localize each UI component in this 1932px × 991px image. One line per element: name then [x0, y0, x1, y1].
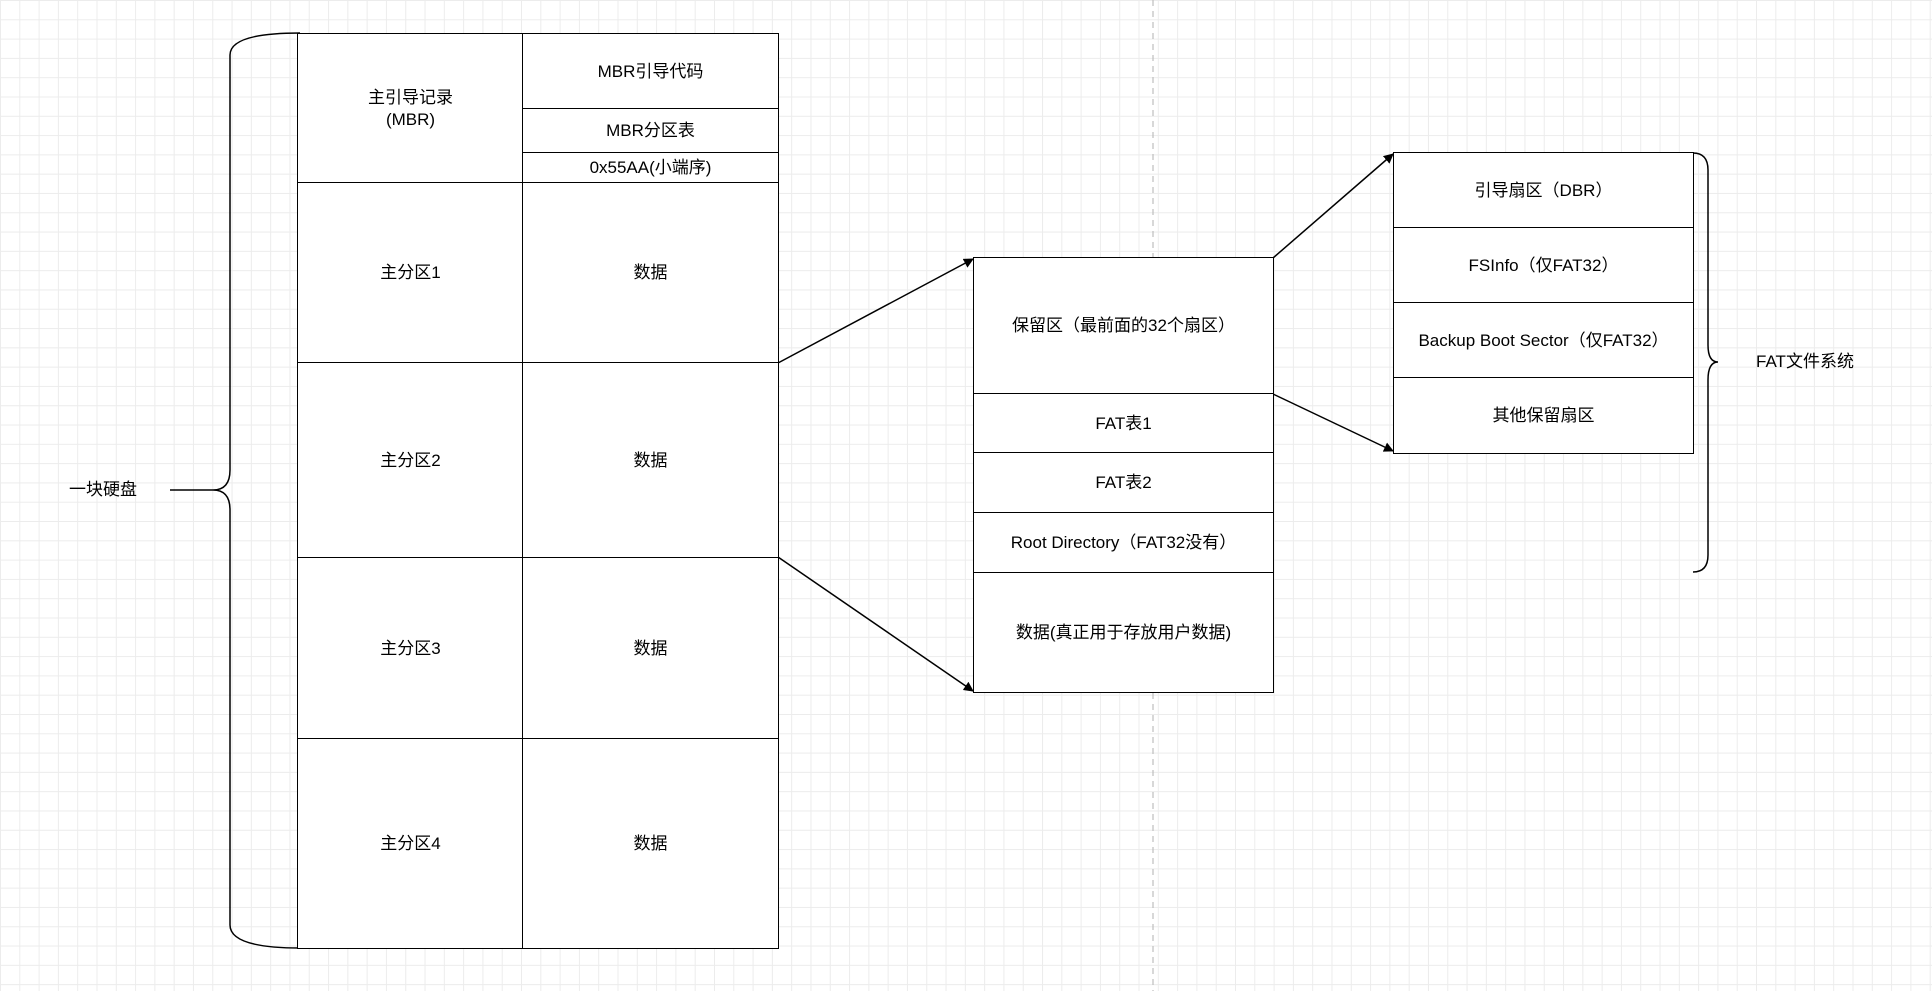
partition-1-data: 数据: [522, 182, 779, 364]
mbr-boot-code-cell: MBR引导代码: [522, 33, 779, 110]
partition-3-data: 数据: [522, 557, 779, 740]
fat-root-directory: Root Directory（FAT32没有）: [973, 512, 1274, 574]
disk-brace: [212, 32, 301, 949]
partition-4-data: 数据: [522, 738, 779, 949]
mbr-partition-table-cell: MBR分区表: [522, 108, 779, 154]
partition-2-name: 主分区2: [297, 362, 524, 559]
mbr-label-cell: 主引导记录 (MBR): [297, 33, 524, 184]
arrow-reserved-to-detail-top: [1272, 153, 1394, 259]
partition-3-name: 主分区3: [297, 557, 524, 740]
reserved-other-sectors: 其他保留扇区: [1393, 377, 1694, 454]
fat-fs-brace: [1692, 152, 1719, 573]
partition-2-data: 数据: [522, 362, 779, 559]
partition-4-name: 主分区4: [297, 738, 524, 949]
fat-fs-label: FAT文件系统: [1756, 352, 1854, 371]
mbr-signature-cell: 0x55AA(小端序): [522, 152, 779, 184]
arrow-partition-to-fat-bottom: [777, 556, 974, 692]
fat-reserved-area: 保留区（最前面的32个扇区）: [973, 257, 1274, 395]
fat-table-1: FAT表1: [973, 393, 1274, 454]
fat-table-2: FAT表2: [973, 452, 1274, 514]
reserved-dbr: 引导扇区（DBR）: [1393, 152, 1694, 229]
partition-1-name: 主分区1: [297, 182, 524, 364]
disk-label: 一块硬盘: [69, 480, 137, 499]
reserved-fsinfo: FSInfo（仅FAT32）: [1393, 227, 1694, 304]
fat-data-area: 数据(真正用于存放用户数据): [973, 572, 1274, 693]
reserved-backup-boot-sector: Backup Boot Sector（仅FAT32）: [1393, 302, 1694, 379]
arrow-partition-to-fat-top: [777, 258, 974, 364]
arrow-reserved-to-detail-bottom: [1272, 393, 1394, 452]
